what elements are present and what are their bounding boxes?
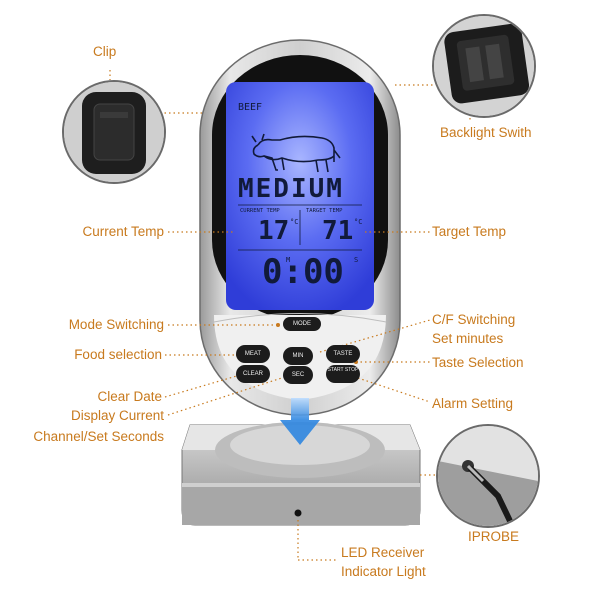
lcd-target-temp-unit: °C	[354, 218, 363, 226]
label-clip: Clip	[93, 44, 117, 59]
label-backlight-switch: Backlight Swith	[440, 125, 532, 140]
label-display-current: Display Current	[70, 408, 164, 423]
cow-icon	[251, 133, 341, 173]
lcd-timer: 0:00	[262, 252, 344, 292]
sec-button[interactable]: SEC	[283, 366, 313, 384]
label-iprobe: IPROBE	[468, 529, 520, 544]
label-cf-switching: C/F Switching	[432, 312, 516, 327]
lcd-current-temp-unit: °C	[290, 218, 299, 226]
arrow-icon	[280, 398, 320, 445]
backlight-switch-inset	[432, 14, 536, 118]
start-stop-button[interactable]: START STOP	[326, 365, 360, 383]
label-channel-set-seconds: Channel/Set Seconds	[33, 429, 164, 444]
label-clear-date: Clear Date	[97, 389, 162, 404]
label-current-temp: Current Temp	[82, 224, 164, 239]
label-set-minutes: Set minutes	[432, 331, 504, 346]
stand-base	[181, 422, 421, 526]
min-button[interactable]: MIN	[283, 347, 313, 365]
lcd-timer-m: M	[286, 256, 291, 264]
probe-plug-icon	[438, 426, 538, 526]
lcd-current-temp-value: 17	[258, 216, 290, 246]
label-indicator-light: Indicator Light	[341, 564, 426, 579]
lcd-food-label: BEEF	[238, 102, 263, 113]
probe-inset	[436, 424, 540, 528]
taste-button[interactable]: TASTE	[326, 345, 360, 363]
clip-inset	[62, 80, 166, 184]
lcd-target-temp-caption: TARGET TEMP	[306, 208, 343, 214]
lcd-current-temp-caption: CURRENT TEMP	[240, 208, 280, 214]
lcd-target-temp-value: 71	[322, 216, 354, 246]
label-target-temp: Target Temp	[432, 224, 507, 239]
clear-button[interactable]: CLEAR	[236, 365, 270, 383]
label-alarm-setting: Alarm Setting	[432, 396, 514, 411]
label-food-selection: Food selection	[74, 347, 162, 362]
label-led-receiver: LED Receiver	[341, 545, 425, 560]
led-indicator	[294, 509, 302, 517]
lcd-doneness: MEDIUM	[238, 174, 344, 204]
battery-compartment-icon	[434, 16, 534, 116]
label-mode-switching: Mode Switching	[68, 317, 164, 332]
meat-button[interactable]: MEAT	[236, 345, 270, 363]
clip-icon	[64, 82, 164, 182]
label-taste-selection: Taste Selection	[432, 355, 524, 370]
mode-button[interactable]: MODE	[283, 317, 321, 331]
lcd-timer-s: S	[354, 256, 359, 264]
